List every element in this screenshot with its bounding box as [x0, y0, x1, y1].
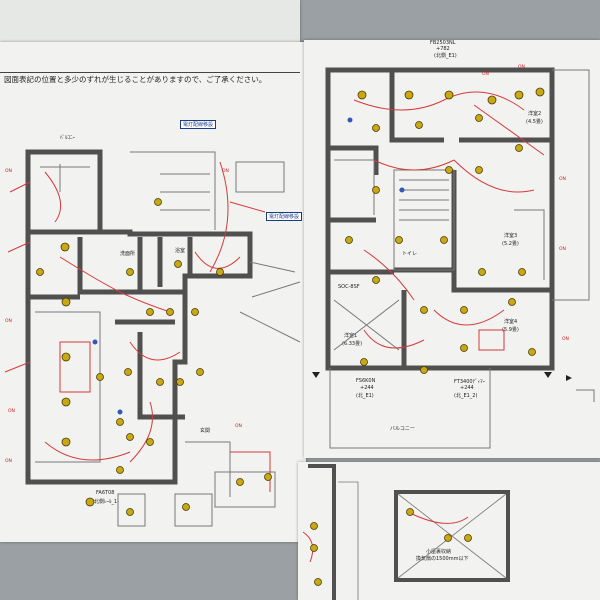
svg-text:ON: ON: [559, 246, 566, 252]
second-floor-plan: ON ON ON ON ON: [312, 64, 595, 449]
svg-text:ON: ON: [8, 408, 15, 414]
page-top-edge: [0, 0, 300, 44]
room-area-western-2: (4.5畳): [526, 119, 543, 125]
room-label-washroom: 洗面所: [120, 251, 136, 257]
header-rule: [0, 72, 300, 73]
balcony-label: バルコニー: [390, 426, 415, 432]
wiring-relocation-tag-2: 電灯配線移設: [266, 212, 303, 221]
room-label-western-3: 洋室3: [504, 233, 518, 239]
bottom-fixture-position-2: (北_E1_2): [454, 393, 478, 399]
room-label-entrance: 玄関: [200, 428, 211, 434]
bottom-fixture-code-2: FT3400ﾃﾞｨﾏｰ: [454, 379, 486, 385]
attic-sheet: 小屋裏収納 換気扇の1500mm以下: [298, 462, 600, 600]
svg-text:ON: ON: [518, 64, 525, 70]
svg-text:ON: ON: [235, 423, 242, 429]
bottom-fixture-height-1: +244: [360, 385, 374, 391]
fixture-position-label: (北側ﾚｰﾙ_1): [92, 499, 120, 505]
top-fixture-height: +782: [436, 46, 450, 52]
attic-storage-label: 小屋裏収納: [426, 549, 452, 555]
room-label-balcony: ﾊﾞﾙｺﾆｰ: [60, 135, 76, 141]
top-fixture-position: (北側_E1): [434, 53, 457, 59]
room-area-western-3: (5.2畳): [502, 241, 519, 247]
fixture-code-soc: SOC-8SF: [338, 284, 360, 290]
svg-text:ON: ON: [5, 168, 12, 174]
bottom-fixture-position-1: (北_E1): [356, 393, 374, 399]
fixture-code-label: FA6T08: [96, 490, 115, 496]
svg-text:ON: ON: [222, 168, 229, 174]
room-area-western-1: (6.33畳): [342, 341, 363, 347]
room-label-western-1: 洋室1: [344, 333, 358, 339]
room-label-toilet: トイレ: [402, 251, 418, 257]
bottom-fixture-code-1: FS6K0N: [356, 378, 376, 384]
first-floor-sheet: 図面表記の位置と多少のずれが生じることがありますので、ご了承ください。 電灯配線…: [0, 42, 306, 542]
bottom-fixture-height-2: +244: [460, 385, 474, 391]
top-fixture-code: FB2503NL: [430, 40, 456, 46]
wiring-relocation-tag-1: 電灯配線移設: [180, 120, 217, 129]
room-label-western-4: 洋室4: [504, 319, 518, 325]
notice-text: 図面表記の位置と多少のずれが生じることがありますので、ご了承ください。: [4, 75, 267, 84]
svg-text:ON: ON: [482, 71, 489, 77]
svg-text:ON: ON: [5, 458, 12, 464]
room-label-western-2: 洋室2: [528, 111, 542, 117]
room-area-western-4: (5.9畳): [502, 327, 519, 333]
attic-note-label: 換気扇の1500mm以下: [416, 556, 469, 562]
room-label-bath: 浴室: [175, 248, 186, 254]
attic-plan: [302, 464, 510, 600]
first-floor-plan: ON ON ON ON ON ON: [4, 149, 301, 527]
second-floor-sheet: FB2503NL +782 (北側_E1) 洋室2 (4.5畳) 洋室3 (5.…: [304, 40, 600, 458]
svg-text:ON: ON: [559, 176, 566, 182]
svg-text:ON: ON: [5, 318, 12, 324]
svg-text:ON: ON: [562, 336, 569, 342]
